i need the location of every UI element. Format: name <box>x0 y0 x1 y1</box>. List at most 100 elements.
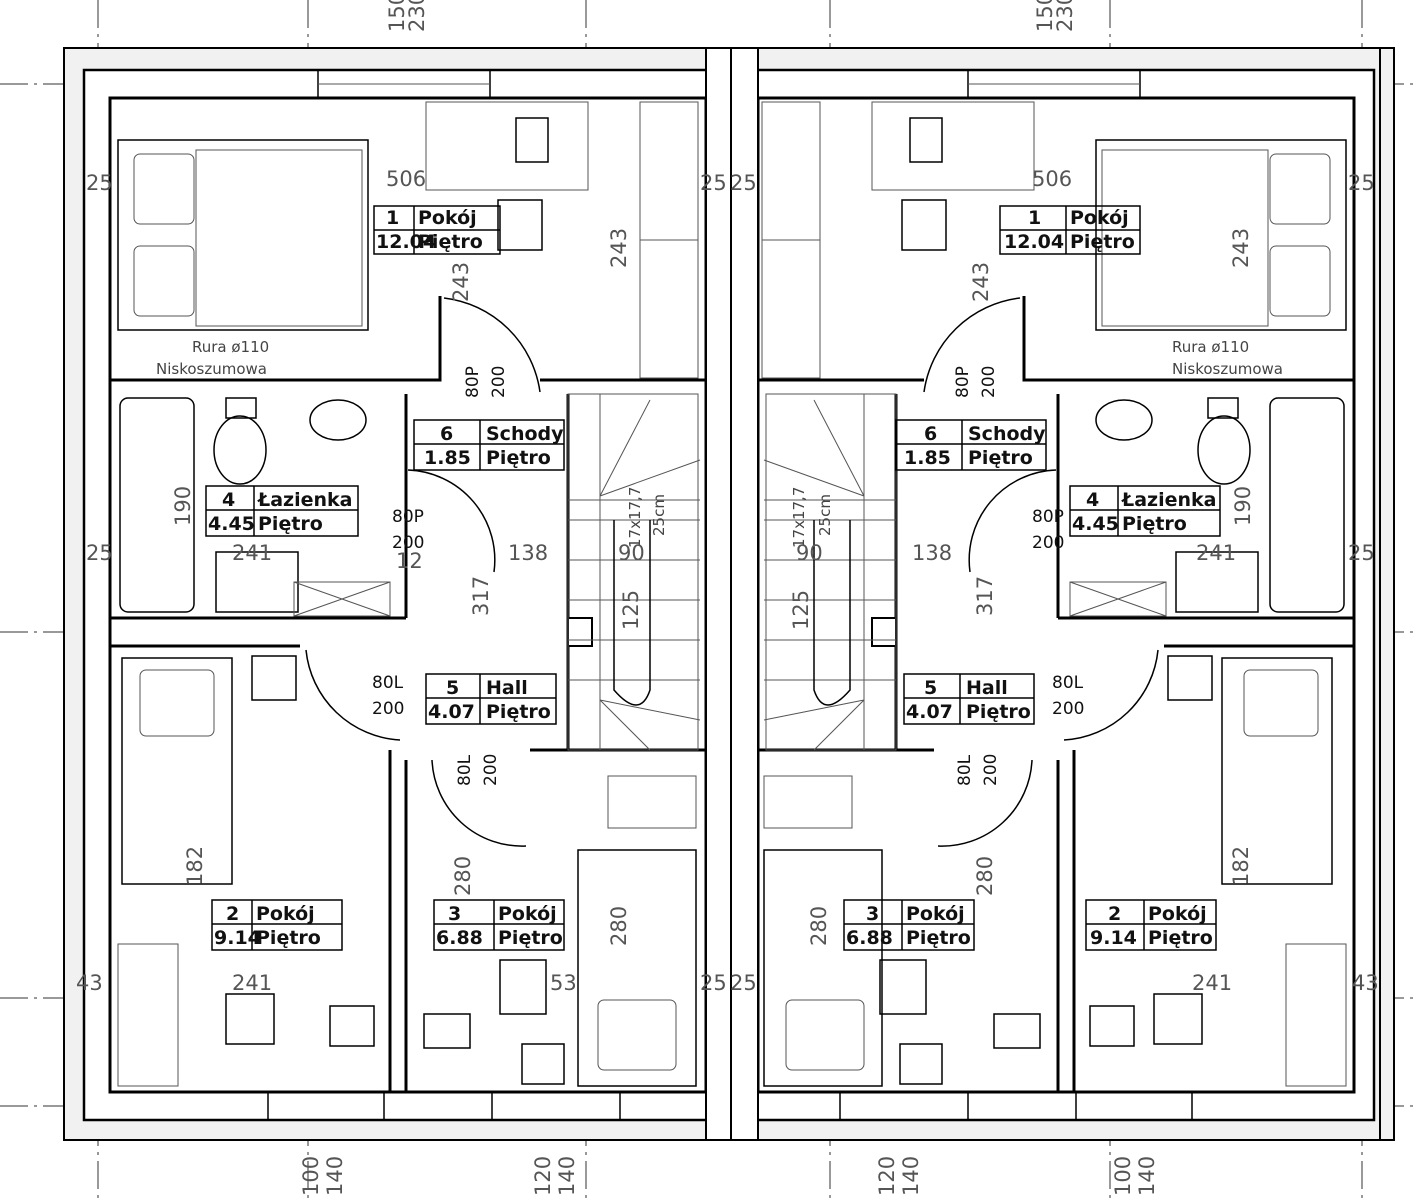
room-5-number-left: 5 <box>446 677 459 699</box>
pipe-note-right: Rura ø110 <box>1172 338 1249 356</box>
door-stairs-height-left: 200 <box>489 366 509 398</box>
room-3-level-left: Piętro <box>498 927 563 949</box>
dim-wall-25-a: 25 <box>86 171 113 195</box>
door-room3-width-left: 80L <box>455 754 475 786</box>
dim-room2-height-right: 182 <box>1229 846 1253 886</box>
dim-bottom-120-c: 120 <box>875 1156 899 1196</box>
dim-room2-width-right: 241 <box>1192 971 1232 995</box>
room-5-number-right: 5 <box>924 677 937 699</box>
room-1-area-right: 12.04 <box>1004 231 1064 253</box>
stairs-left <box>567 393 701 751</box>
room-4-name-right: Łazienka <box>1121 489 1216 511</box>
dimension-labels: 150 230 150 230 100 140 120 140 120 140 … <box>76 0 1379 1196</box>
dim-top-230-left: 230 <box>405 0 429 32</box>
pipe-type-right: Niskoszumowa <box>1172 360 1283 378</box>
dim-wall-25-f: 25 <box>1348 541 1375 565</box>
room-5-name-left: Hall <box>486 677 528 699</box>
room-4-name-left: Łazienka <box>257 489 352 511</box>
door-stairs-height-right: 200 <box>979 366 999 398</box>
dim-bottom-100-d: 100 <box>1111 1156 1135 1196</box>
door-bath-height-right: 200 <box>1032 533 1064 553</box>
door-bath-width-right: 80P <box>1032 507 1064 527</box>
dim-wall-25-b: 25 <box>700 171 727 195</box>
stairs-rise-right: 25cm <box>816 494 834 536</box>
dim-room1-height-left-a: 243 <box>607 228 631 268</box>
dim-stair-width-right: 90 <box>796 541 823 565</box>
dim-wall-25-h: 25 <box>730 971 757 995</box>
room-1-number-left: 1 <box>386 207 399 229</box>
room-6-area-right: 1.85 <box>904 447 951 469</box>
room-6-area-left: 1.85 <box>424 447 471 469</box>
dim-stair-landing-right: 125 <box>789 590 813 630</box>
room-4-number-right: 4 <box>1086 489 1099 511</box>
room-6-number-right: 6 <box>924 423 937 445</box>
dim-wall-43-a: 43 <box>76 971 103 995</box>
room-6-name-right: Schody <box>968 423 1046 445</box>
door-room3-height-right: 200 <box>981 754 1001 786</box>
dim-room3-height-right-b: 280 <box>807 906 831 946</box>
room-5-name-right: Hall <box>966 677 1008 699</box>
room-3-number-right: 3 <box>866 903 879 925</box>
dim-stair-landing-left: 125 <box>619 590 643 630</box>
dim-bottom-120-b: 120 <box>531 1156 555 1196</box>
room-6-number-left: 6 <box>440 423 453 445</box>
room-2-number-left: 2 <box>226 903 239 925</box>
dim-wall-25-d: 25 <box>1348 171 1375 195</box>
dim-room1-width-left: 506 <box>386 167 426 191</box>
room-3-area-right: 6.88 <box>846 927 893 949</box>
dim-stair-run-left: 317 <box>469 576 493 616</box>
dim-bottom-140-c: 140 <box>899 1156 923 1196</box>
room-3-number-left: 3 <box>448 903 461 925</box>
room-4-level-left: Piętro <box>258 513 323 535</box>
door-bath-width-left: 80P <box>392 507 424 527</box>
room-5-area-right: 4.07 <box>906 701 953 723</box>
dim-bath-height-right: 190 <box>1231 486 1255 526</box>
dim-bottom-140-d: 140 <box>1135 1156 1159 1196</box>
room-1-area-left: 12.04 <box>376 231 436 253</box>
room-3-name-left: Pokój <box>498 903 557 925</box>
dim-bottom-140-b: 140 <box>555 1156 579 1196</box>
furniture-left <box>117 101 699 1087</box>
door-hall-height-right: 200 <box>1052 699 1084 719</box>
door-room3-height-left: 200 <box>481 754 501 786</box>
room-labels-left: 1 Pokój 12.04 Piętro 2 Pokój 9.14 Piętro… <box>205 205 565 951</box>
room-5-level-left: Piętro <box>486 701 551 723</box>
room-1-name-left: Pokój <box>418 207 477 229</box>
room-4-area-left: 4.45 <box>208 513 255 535</box>
dim-top-150-left: 150 <box>385 0 409 32</box>
dim-room3-height-left-a: 280 <box>451 856 475 896</box>
stairs-steps-right: 17x17,7 <box>790 487 808 548</box>
dim-room1-height-left-b: 243 <box>449 262 473 302</box>
dim-wall-25-e: 25 <box>86 541 113 565</box>
room-4-number-left: 4 <box>222 489 235 511</box>
room-5-level-right: Piętro <box>966 701 1031 723</box>
exterior-walls <box>63 47 1395 1141</box>
room-3-area-left: 6.88 <box>436 927 483 949</box>
room-1-level-left: Piętro <box>418 231 483 253</box>
dim-wall-25-g: 25 <box>700 971 727 995</box>
dim-room3-height-left-b: 280 <box>607 906 631 946</box>
room-6-level-right: Piętro <box>968 447 1033 469</box>
dim-stair-run-right: 317 <box>973 576 997 616</box>
pipe-type-left: Niskoszumowa <box>156 360 267 378</box>
door-hall-height-left: 200 <box>372 699 404 719</box>
dim-bath-height-left: 190 <box>171 486 195 526</box>
dim-bath-width-left: 241 <box>232 541 272 565</box>
dim-bath-width-right: 241 <box>1196 541 1236 565</box>
stairs-right <box>763 393 897 751</box>
room-4-area-right: 4.45 <box>1072 513 1119 535</box>
dim-top-150-right: 150 <box>1033 0 1057 32</box>
dim-room1-width-right: 506 <box>1032 167 1072 191</box>
room-2-number-right: 2 <box>1108 903 1121 925</box>
furniture-right <box>761 101 1347 1087</box>
door-bath-height-left: 200 <box>392 533 424 553</box>
room-3-level-right: Piętro <box>906 927 971 949</box>
dim-room2-width-left: 241 <box>232 971 272 995</box>
notes: Rura ø110 Niskoszumowa Rura ø110 Niskosz… <box>156 338 1283 548</box>
dim-room1-height-right-a: 243 <box>1229 228 1253 268</box>
room-3-name-right: Pokój <box>906 903 965 925</box>
door-hall-width-left: 80L <box>372 673 404 693</box>
dim-wall-12: 12 <box>396 549 423 573</box>
room-6-level-left: Piętro <box>486 447 551 469</box>
